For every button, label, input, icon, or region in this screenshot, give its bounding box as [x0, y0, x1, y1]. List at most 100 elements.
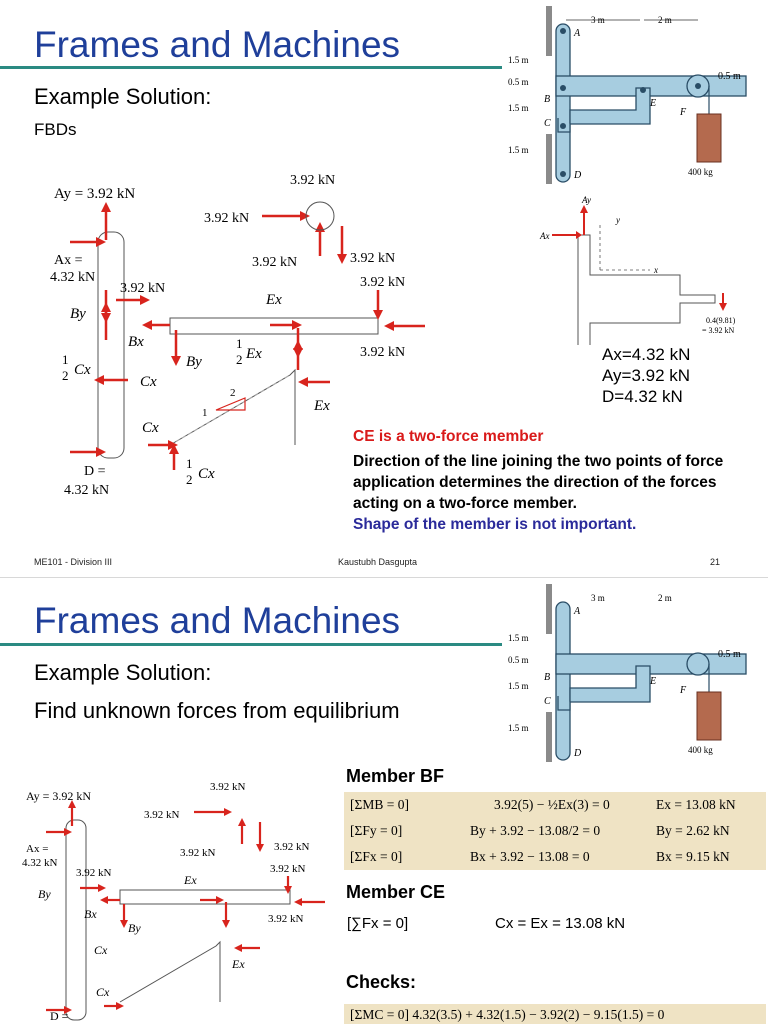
pt-a: A — [573, 28, 581, 39]
fbd-392-b: 3.92 kN — [120, 281, 165, 296]
equation-row: [ΣMB = 0] 3.92(5) − ½Ex(3) = 0 Ex = 13.0… — [350, 797, 736, 812]
small-ax: Ax — [539, 231, 550, 241]
fbd-by-2: By — [186, 354, 202, 370]
svg-text:3.92 kN: 3.92 kN — [180, 847, 216, 859]
svg-text:F: F — [679, 685, 687, 696]
fbd-half-ex-1: 1 — [236, 336, 243, 351]
svg-text:A: A — [573, 606, 581, 617]
slope-2: 2 — [230, 387, 236, 399]
fbd-392-right: 3.92 kN — [350, 251, 395, 266]
two-force-note: CE is a two-force member — [353, 428, 544, 445]
pt-d: D — [573, 170, 582, 181]
slide-21: Frames and Machines Example Solution: FB… — [0, 6, 747, 567]
svg-text:Bx: Bx — [84, 907, 97, 921]
title-rule-2 — [0, 643, 502, 646]
svg-text:3.92 kN: 3.92 kN — [274, 841, 310, 853]
fbd-half-cx-1: 1 — [62, 352, 69, 367]
fbd-392-f2: 3.92 kN — [360, 345, 405, 360]
answer-ax: Ax=4.32 kN — [602, 345, 691, 364]
footer-author: Kaustubh Dasgupta — [338, 557, 418, 567]
dim-05m: 0.5 m — [508, 77, 529, 87]
member-fbd-diagram: Ay = 3.92 kN Ax = 4.32 kN 3.92 kN By Bx … — [50, 173, 425, 498]
whole-frame-fbd: Ay Ax y x 0.4(9.81) = 3.92 kN — [539, 195, 736, 345]
find-unknowns-text: Find unknown forces from equilibrium — [34, 698, 400, 723]
fbd-cx: Cx — [140, 374, 157, 390]
fbd-half-cx-ce-label: Cx — [198, 466, 215, 482]
pt-f: F — [679, 107, 687, 118]
svg-text:3 m: 3 m — [591, 593, 605, 603]
fbd-bx: Bx — [128, 334, 144, 350]
dim-2m: 2 m — [658, 15, 672, 25]
slide-divider — [0, 577, 768, 578]
svg-text:1.5 m: 1.5 m — [508, 633, 529, 643]
pt-c: C — [544, 118, 551, 129]
fbd-d-1: D = — [84, 464, 106, 479]
dim-3m: 3 m — [591, 15, 605, 25]
fbd-ax-1: Ax = — [54, 253, 83, 268]
svg-text:3.92 kN: 3.92 kN — [268, 913, 304, 925]
reaction-answers: Ax=4.32 kN Ay=3.92 kN D=4.32 kN — [602, 344, 690, 407]
svg-text:3.92 kN: 3.92 kN — [210, 781, 246, 793]
svg-text:C: C — [544, 696, 551, 707]
frame-figure: 3 m 2 m 1.5 m 0.5 m 1.5 m 1.5 m 0.5 m 40… — [508, 6, 747, 184]
svg-text:1.5 m: 1.5 m — [508, 723, 529, 733]
dim-15m-b: 1.5 m — [508, 103, 529, 113]
footer-course: ME101 - Division III — [34, 557, 113, 567]
shape-note: Shape of the member is not important. — [353, 516, 637, 533]
svg-text:By: By — [38, 887, 51, 901]
svg-text:3.92 kN: 3.92 kN — [270, 863, 306, 875]
fbd-d-2: 4.32 kN — [64, 483, 109, 498]
svg-text:Cx: Cx — [94, 943, 108, 957]
small-x: x — [653, 265, 658, 275]
checks-heading: Checks: — [346, 972, 417, 992]
fbd-half-ex-2: 2 — [236, 352, 243, 367]
small-weight-2: = 3.92 kN — [702, 326, 735, 335]
svg-text:D =: D = — [50, 1009, 69, 1023]
svg-text:400 kg: 400 kg — [688, 745, 713, 755]
slope-1: 1 — [202, 407, 208, 419]
member-fbd-diagram-2: Ay = 3.92 kN Ax = 4.32 kN 3.92 kN By Bx … — [22, 781, 325, 1023]
svg-text:2 m: 2 m — [658, 593, 672, 603]
member-bf-equations: [ΣMB = 0] 3.92(5) − ½Ex(3) = 0 Ex = 13.0… — [344, 792, 766, 870]
fbd-ay: Ay = 3.92 kN — [54, 186, 135, 202]
footer-page-number: 21 — [710, 557, 721, 567]
frame-figure-2: 3 m 2 m 1.5 m 0.5 m 1.5 m 1.5 m 0.5 m 40… — [508, 584, 747, 762]
fbd-392-left: 3.92 kN — [204, 211, 249, 226]
small-weight-1: 0.4(9.81) — [706, 316, 736, 325]
fbd-half-ex-label: Ex — [245, 346, 262, 362]
title-rule — [0, 66, 502, 69]
fbds-label: FBDs — [34, 120, 77, 139]
fbd-ex-top: Ex — [265, 292, 282, 308]
pt-b: B — [544, 94, 550, 105]
dim-15m-a: 1.5 m — [508, 55, 529, 65]
svg-text:Ex: Ex — [183, 873, 197, 887]
svg-text:3.92 kN: 3.92 kN — [144, 809, 180, 821]
slide-subtitle: Example Solution: — [34, 84, 212, 109]
svg-text:0.5 m: 0.5 m — [718, 649, 741, 660]
svg-text:E: E — [649, 676, 656, 687]
check-equation: [ΣMC = 0] 4.32(3.5) + 4.32(1.5) − 3.92(2… — [344, 1004, 766, 1024]
svg-text:Cx: Cx — [96, 985, 110, 999]
svg-text:4.32 kN: 4.32 kN — [22, 857, 58, 869]
member-bf-heading: Member BF — [346, 766, 445, 786]
fbd-half-cx-ce-2: 2 — [186, 472, 193, 487]
radius-label: 0.5 m — [718, 71, 741, 82]
svg-text:Ex: Ex — [231, 957, 245, 971]
svg-text:By: By — [128, 921, 141, 935]
fbd-ax-2: 4.32 kN — [50, 270, 95, 285]
fbd-half-cx-label: Cx — [74, 362, 91, 378]
small-ay: Ay — [581, 195, 591, 205]
answer-d: D=4.32 kN — [602, 387, 683, 406]
slide-title: Frames and Machines — [34, 24, 401, 65]
answer-ay: Ay=3.92 kN — [602, 366, 691, 385]
svg-text:B: B — [544, 672, 550, 683]
svg-text:1.5 m: 1.5 m — [508, 681, 529, 691]
fbd-half-cx-2: 2 — [62, 368, 69, 383]
svg-text:3.92 kN: 3.92 kN — [76, 867, 112, 879]
svg-text:Ay = 3.92 kN: Ay = 3.92 kN — [26, 789, 91, 803]
small-y: y — [615, 215, 620, 225]
fbd-cx-ce: Cx — [142, 420, 159, 436]
fbd-ex-ce: Ex — [313, 398, 330, 414]
equation-row: [ΣFx = 0] Bx + 3.92 − 13.08 = 0 Bx = 9.1… — [350, 849, 730, 864]
slide-title-2: Frames and Machines — [34, 600, 401, 641]
